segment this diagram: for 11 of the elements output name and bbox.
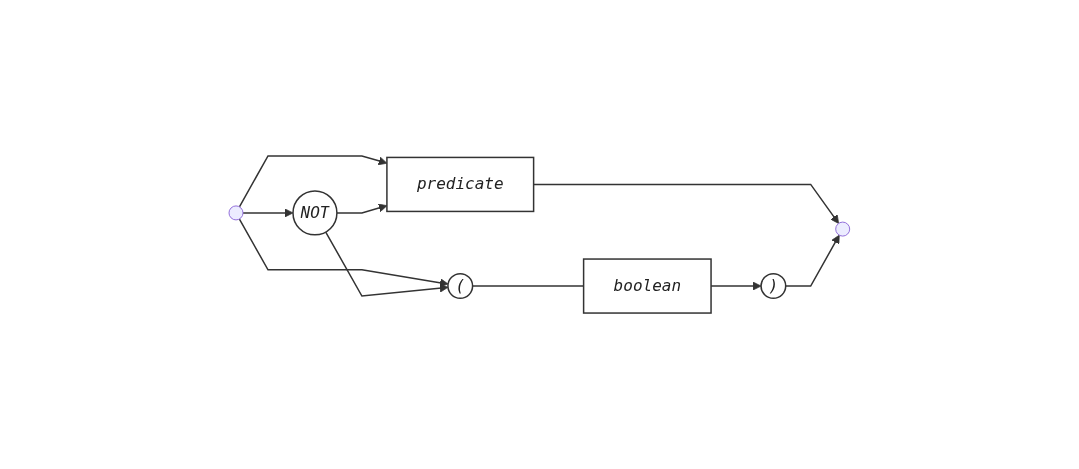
arrow [238, 218, 449, 288]
terminal-circle: ( [447, 272, 474, 300]
arrow [238, 155, 388, 208]
arrow [785, 234, 840, 287]
terminal-circle: NOT [292, 190, 338, 236]
nonterminal-box: boolean [583, 258, 712, 314]
nonterminal-box: predicate [386, 156, 535, 213]
arrow [242, 208, 294, 218]
terminal-circle: ) [760, 272, 787, 300]
arrow [533, 183, 840, 224]
arrow [325, 231, 449, 297]
